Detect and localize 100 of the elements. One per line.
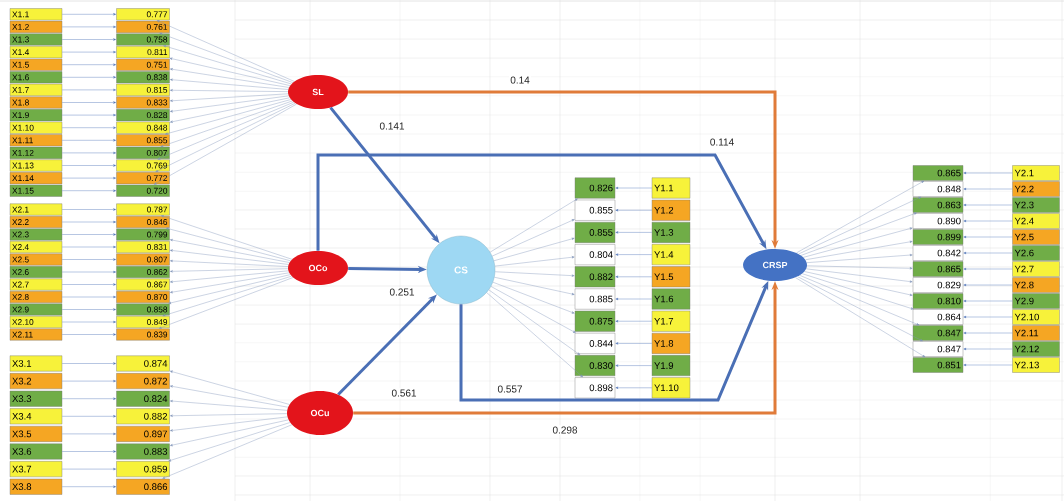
- arrow: [169, 57, 291, 86]
- arrow: [170, 270, 289, 283]
- arrow: [62, 233, 116, 236]
- arrow: [170, 89, 288, 92]
- loading-cell: 0.831: [116, 241, 170, 253]
- item-cell: X1.8: [9, 96, 63, 109]
- loading-cell: 0.833: [116, 96, 170, 109]
- item-cell: Y1.2: [651, 199, 691, 221]
- arrow: [162, 276, 292, 317]
- loading-cell: 0.851: [912, 357, 964, 373]
- item-cell: X1.13: [9, 159, 63, 172]
- arrow: [615, 364, 652, 367]
- item-cell: X1.2: [9, 20, 63, 33]
- item-cell: X1.4: [9, 46, 63, 59]
- arrow: [615, 386, 652, 389]
- item-cell: X1.15: [9, 184, 63, 197]
- loading-cell: 0.787: [116, 203, 170, 216]
- item-cell: Y1.4: [651, 244, 691, 266]
- arrow: [963, 283, 1013, 287]
- loading-cell: 0.829: [912, 277, 964, 293]
- arrow: [165, 99, 292, 135]
- item-cell: X2.3: [9, 228, 63, 241]
- item-cell: Y1.9: [651, 355, 691, 377]
- arrow: [62, 415, 116, 418]
- arrow: [488, 289, 581, 356]
- arrow: [494, 277, 575, 296]
- item-cell: X3.6: [9, 443, 63, 460]
- item-cell: X2.7: [9, 278, 63, 291]
- arrow: [62, 308, 116, 311]
- loading-cell: 0.824: [116, 390, 170, 407]
- edge-label: 0.251: [388, 287, 416, 297]
- loading-cell: 0.847: [912, 341, 964, 357]
- arrow: [155, 103, 296, 173]
- item-cell: Y2.9: [1012, 293, 1060, 309]
- loading-cell: 0.811: [116, 46, 170, 59]
- loading-cell: 0.777: [116, 8, 170, 21]
- arrow: [492, 282, 575, 314]
- item-cell: X3.3: [9, 390, 63, 407]
- arrow: [168, 422, 291, 462]
- arrow: [963, 347, 1013, 351]
- arrow: [62, 283, 116, 286]
- loading-cell: 0.865: [912, 261, 964, 277]
- loading-cell: 0.799: [116, 228, 170, 241]
- arrow: [62, 13, 116, 16]
- arrow: [170, 239, 290, 263]
- loading-cell: 0.758: [116, 33, 170, 46]
- item-cell: Y1.3: [651, 221, 691, 243]
- edge-label: 0.141: [378, 121, 406, 131]
- arrow: [798, 196, 922, 255]
- arrow: [62, 397, 116, 400]
- item-cell: X3.4: [9, 408, 63, 425]
- loading-cell: 0.899: [912, 229, 964, 245]
- arrow: [170, 93, 289, 102]
- arrow: [806, 253, 913, 263]
- arrow: [62, 63, 116, 66]
- edge-label: 0.557: [496, 384, 524, 394]
- item-cell: Y2.5: [1012, 229, 1060, 245]
- arrow: [62, 467, 116, 471]
- arrow: [170, 97, 290, 123]
- loading-cell: 0.875: [574, 310, 616, 332]
- arrow: [803, 227, 913, 258]
- arrow: [615, 231, 652, 234]
- arrow: [963, 267, 1013, 271]
- arrow: [165, 227, 291, 261]
- item-cell: X1.7: [9, 83, 63, 96]
- arrow: [62, 450, 116, 453]
- arrow: [806, 265, 913, 270]
- arrow: [62, 379, 116, 383]
- arrow: [170, 370, 290, 405]
- item-cell: X2.5: [9, 253, 63, 266]
- arrow: [62, 176, 116, 180]
- loading-cell: 0.848: [912, 181, 964, 197]
- arrow: [62, 139, 116, 142]
- loading-cell: 0.862: [116, 266, 170, 278]
- arrow: [62, 220, 116, 224]
- arrow: [62, 320, 116, 324]
- arrow: [168, 274, 291, 304]
- loading-cell: 0.867: [116, 278, 170, 291]
- arrow: [62, 151, 116, 155]
- arrow: [615, 253, 652, 256]
- arrow: [62, 485, 116, 488]
- item-cell: X1.12: [9, 146, 63, 159]
- item-cell: Y2.7: [1012, 261, 1060, 277]
- item-cell: X1.3: [9, 33, 63, 46]
- arrow: [490, 198, 578, 253]
- arrow: [615, 275, 652, 278]
- loading-cell: 0.826: [574, 177, 616, 199]
- loading-cell: 0.847: [912, 325, 964, 341]
- loading-cell: 0.830: [574, 355, 616, 377]
- item-cell: X3.5: [9, 425, 63, 442]
- loading-cell: 0.897: [116, 425, 170, 442]
- edge-label: 0.561: [390, 388, 418, 398]
- item-cell: X2.10: [9, 316, 63, 328]
- arrow: [800, 212, 917, 256]
- arrow: [170, 259, 289, 267]
- arrow: [62, 126, 116, 129]
- arrow: [62, 38, 116, 41]
- loading-cell: 0.846: [116, 216, 170, 228]
- loading-cell: 0.720: [116, 184, 170, 197]
- arrow: [615, 320, 652, 323]
